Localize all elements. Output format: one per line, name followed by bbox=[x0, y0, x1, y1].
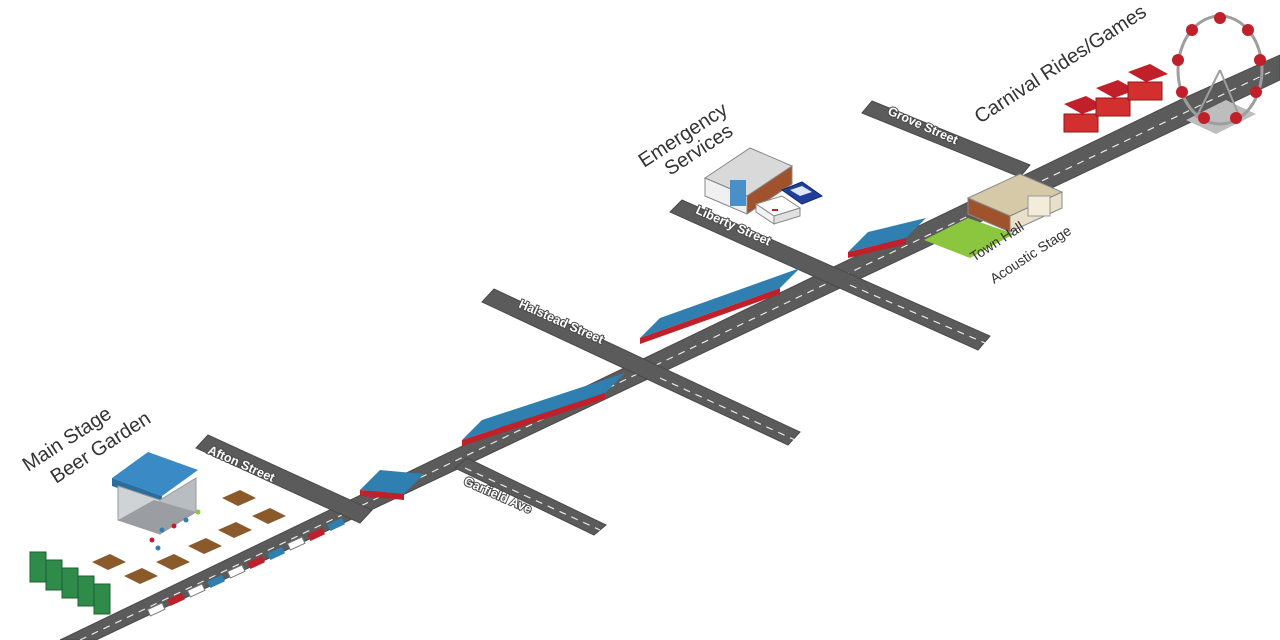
picnic-table-icon bbox=[218, 522, 252, 538]
picnic-table-icon bbox=[252, 508, 286, 524]
cross-streets bbox=[195, 100, 1031, 536]
picnic-table-icon bbox=[222, 490, 256, 506]
town-hall-icon bbox=[966, 173, 1064, 233]
street-labels: Afton Street Garfield Ave Halstead Stree… bbox=[205, 103, 962, 517]
vendor-tent-icon bbox=[360, 470, 424, 500]
crowd bbox=[149, 509, 201, 551]
game-booth-icon bbox=[1127, 64, 1168, 101]
picnic-table-icon bbox=[156, 554, 190, 570]
police-car-icon bbox=[780, 181, 824, 205]
building-icon bbox=[703, 147, 794, 215]
picnic-table-icon bbox=[92, 554, 126, 570]
vendor-tents bbox=[360, 218, 926, 500]
carnival-booths bbox=[1063, 64, 1168, 133]
picnic-table-icon bbox=[124, 568, 158, 584]
picnic-table-icon bbox=[188, 538, 222, 554]
portable-toilet-icon bbox=[93, 583, 111, 615]
portable-toilets bbox=[29, 551, 111, 615]
area-labels: Main Stage Beer Garden Emergency Service… bbox=[19, 1, 1151, 488]
stage-icon bbox=[112, 452, 198, 535]
vendor-tent-icon bbox=[640, 268, 800, 344]
game-booth-icon bbox=[1063, 96, 1104, 133]
ambulance-icon bbox=[754, 195, 802, 225]
vendor-tent-icon bbox=[848, 218, 926, 258]
game-booth-icon bbox=[1095, 80, 1136, 117]
portable-toilet-icon bbox=[77, 575, 95, 607]
portable-toilet-icon bbox=[29, 551, 47, 583]
parked-cars bbox=[146, 517, 345, 617]
portable-toilet-icon bbox=[45, 559, 63, 591]
vendor-tent-icon bbox=[462, 373, 625, 446]
acoustic-stage-lawn bbox=[924, 218, 1014, 258]
portable-toilet-icon bbox=[61, 567, 79, 599]
ferris-wheel-icon bbox=[1172, 12, 1266, 134]
picnic-tables bbox=[92, 490, 286, 584]
